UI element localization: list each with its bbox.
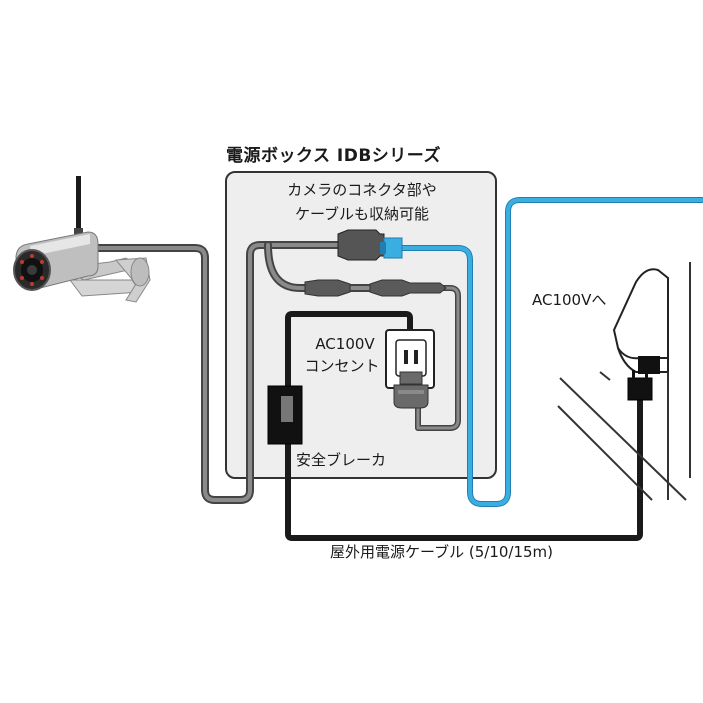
security-camera <box>13 176 151 303</box>
house-wall <box>557 262 691 501</box>
box-title: 電源ボックス IDBシリーズ <box>226 146 441 166</box>
lan-cable <box>397 197 703 507</box>
inline-connector-left <box>304 279 351 297</box>
ac-outlet-label-line2: コンセント <box>304 357 380 375</box>
wall-outlet-box <box>612 268 669 374</box>
storage-note-line2: ケーブルも収納可能 <box>294 205 430 223</box>
ac-outlet-label-line1: AC100V <box>315 335 375 353</box>
camera-connector <box>337 229 385 261</box>
lan-connector <box>380 237 403 259</box>
outdoor-plug <box>627 370 653 401</box>
camera-cable <box>88 241 461 504</box>
safety-breaker <box>267 385 303 445</box>
power-plug <box>393 371 429 409</box>
cable-label: 屋外用電源ケーブル (5/10/15m) <box>330 543 554 561</box>
inline-connector-right <box>369 279 447 297</box>
storage-note-line1: カメラのコネクタ部や <box>287 181 437 199</box>
breaker-label: 安全ブレーカ <box>296 451 387 469</box>
ac-source-label: AC100Vへ <box>532 291 607 309</box>
